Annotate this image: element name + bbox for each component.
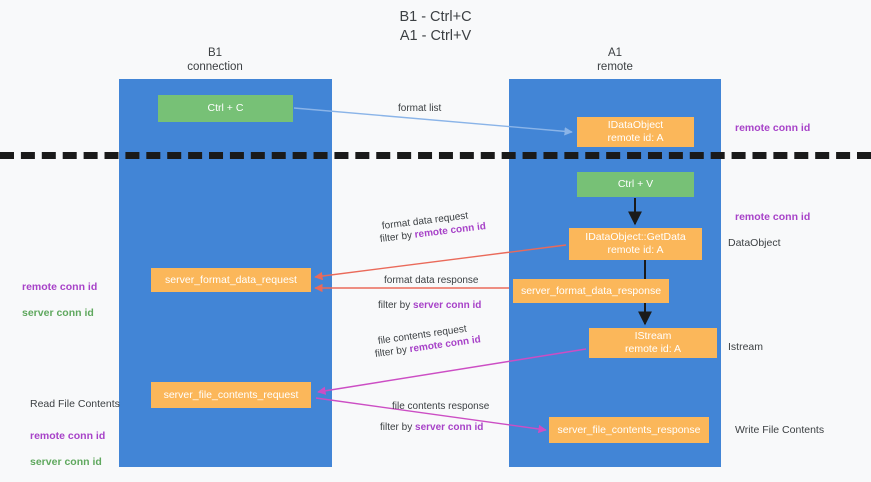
edge-label-format-data-response-filter: filter by server conn id xyxy=(378,299,481,312)
annotation-remote-conn-id-top: remote conn id xyxy=(735,122,811,134)
node-idataobject[interactable]: IDataObject remote id: A xyxy=(577,117,694,147)
annotation-left-mid-group: remote conn id server conn id xyxy=(22,268,97,333)
annotation-dataobject: DataObject xyxy=(728,237,781,249)
diagram-canvas: B1 - Ctrl+C A1 - Ctrl+V B1 connection A1… xyxy=(0,9,871,468)
annotation-write-file-contents: Write File Contents xyxy=(735,424,825,436)
node-server-file-contents-request[interactable]: server_file_contents_request xyxy=(151,382,311,408)
arrow-format-data-request xyxy=(314,244,567,281)
node-server-format-data-request[interactable]: server_format_data_request xyxy=(151,268,311,292)
edge-label-file-contents-response-filter: filter by server conn id xyxy=(380,421,483,434)
filter-prefix: filter by xyxy=(380,422,416,433)
node-server-format-data-response[interactable]: server_format_data_response xyxy=(513,279,669,303)
annotation-remote-conn-id: remote conn id xyxy=(22,281,98,293)
annotation-server-conn-id: server conn id xyxy=(22,307,94,319)
annotation-server-conn-id: server conn id xyxy=(30,456,102,468)
lane-header-a1: A1 remote xyxy=(597,47,633,73)
edge-label-file-contents-response: file contents response xyxy=(392,401,490,412)
section-divider xyxy=(0,152,871,159)
filter-key-server-conn-id: server conn id xyxy=(415,422,484,433)
arrow-format-list xyxy=(293,107,573,136)
annotation-read-file-contents: Read File Contents xyxy=(30,398,120,410)
diagram-title: B1 - Ctrl+C A1 - Ctrl+V xyxy=(399,9,472,44)
node-istream[interactable]: IStream remote id: A xyxy=(589,328,717,358)
annotation-remote-conn-id-mid: remote conn id xyxy=(735,211,811,223)
lane-header-b1: B1 connection xyxy=(187,47,243,73)
annotation-istream: Istream xyxy=(728,341,764,353)
node-ctrl-v[interactable]: Ctrl + V xyxy=(577,172,694,197)
node-ctrl-c[interactable]: Ctrl + C xyxy=(158,95,293,122)
filter-prefix: filter by xyxy=(378,300,414,311)
node-idataobject-getdata[interactable]: IDataObject::GetData remote id: A xyxy=(569,228,702,260)
edge-label-format-list: format list xyxy=(398,103,442,114)
edge-label-format-data-response: format data response xyxy=(384,275,479,286)
filter-key-server-conn-id: server conn id xyxy=(413,300,482,311)
arrow-file-contents-request xyxy=(317,348,587,395)
arrow-file-contents-response xyxy=(315,397,547,434)
node-server-file-contents-response[interactable]: server_file_contents_response xyxy=(549,417,709,443)
annotation-left-bottom-group: Read File Contents remote conn id server… xyxy=(30,385,120,482)
annotation-remote-conn-id: remote conn id xyxy=(30,430,106,442)
